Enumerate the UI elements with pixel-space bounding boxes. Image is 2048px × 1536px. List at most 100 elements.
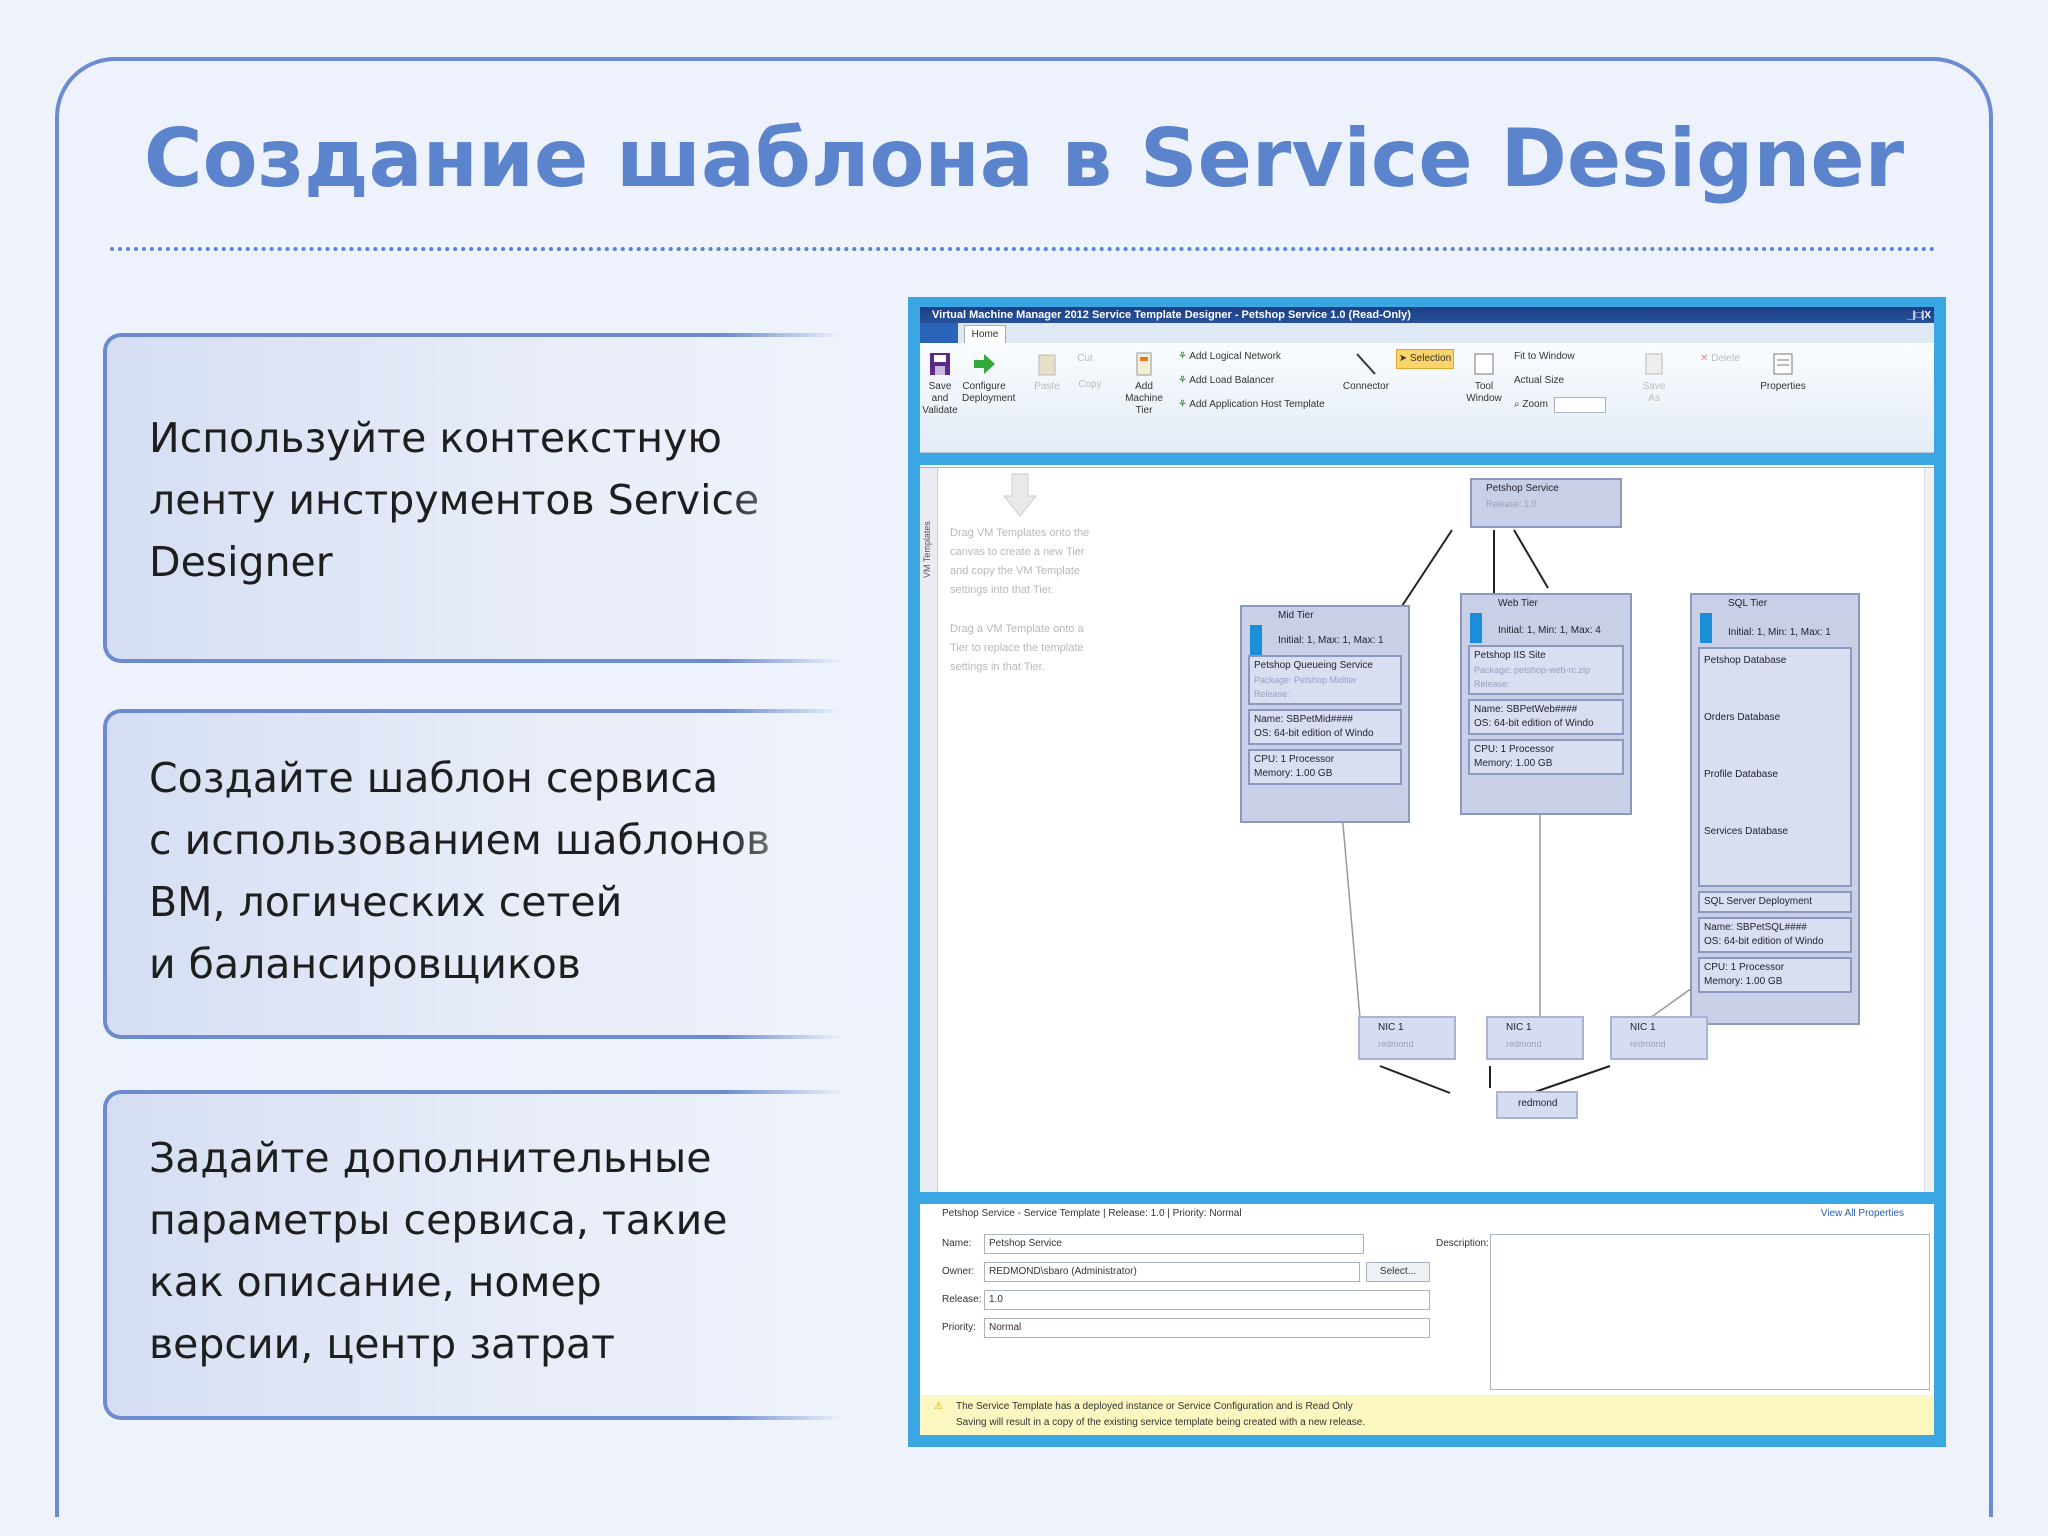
tier-os[interactable]: Name: SBPetWeb#### OS: 64-bit edition of… — [1468, 699, 1624, 735]
select-button[interactable]: Select... — [1366, 1262, 1430, 1282]
properties-panel: Petshop Service - Service Template | Rel… — [920, 1204, 1934, 1435]
arrow-right-icon — [974, 354, 995, 374]
machine-tier-icon — [1136, 352, 1152, 376]
bullet-card-1: Используйте контекстную ленту инструмент… — [103, 333, 843, 663]
bullet-card-2: Создайте шаблон сервиса с использованием… — [103, 709, 843, 1039]
priority-label: Priority: — [942, 1322, 976, 1333]
properties-button[interactable]: Properties — [1758, 351, 1808, 393]
tool-window-button[interactable]: Tool Window — [1466, 351, 1502, 405]
name-label: Name: — [942, 1238, 972, 1249]
name-input[interactable]: Petshop Service — [984, 1234, 1364, 1254]
vm-templates-sidebar[interactable]: VM Templates — [920, 468, 938, 1192]
drop-arrow-icon — [1002, 473, 1038, 517]
bullet-line: параметры сервиса, такие — [149, 1196, 728, 1244]
logical-network-node[interactable]: redmond — [1496, 1091, 1578, 1119]
tier-icon — [1470, 613, 1482, 643]
bullet-text-2: Создайте шаблон сервиса с использованием… — [149, 747, 770, 995]
bullet-line: Используйте контекстную — [149, 414, 722, 462]
properties-icon — [1773, 353, 1793, 375]
delete-icon: ✕ — [1699, 353, 1712, 364]
ribbon-tabs: Home — [920, 323, 1934, 343]
tier-mid[interactable]: Mid Tier Initial: 1, Max: 1, Max: 1 Pets… — [1240, 605, 1410, 823]
tier-os[interactable]: Name: SBPetSQL#### OS: 64-bit edition of… — [1698, 917, 1852, 953]
tier-web[interactable]: Web Tier Initial: 1, Min: 1, Max: 4 Pets… — [1460, 593, 1632, 815]
release-input[interactable]: 1.0 — [984, 1290, 1430, 1310]
tier-instances: Initial: 1, Max: 1, Max: 1 — [1278, 635, 1384, 646]
add-machine-tier-button[interactable]: Add Machine Tier — [1122, 351, 1166, 417]
tier-app[interactable]: Petshop IIS Site Package: petshop-web-rc… — [1468, 645, 1624, 695]
service-node[interactable]: Petshop Service Release: 1.0 — [1470, 478, 1622, 528]
bullet-line: с использованием шаблонов — [149, 816, 771, 864]
tier-name: Web Tier — [1498, 598, 1538, 609]
window-icon — [1474, 353, 1494, 375]
ribbon: Save and Validate Configure Deployment P… — [920, 343, 1934, 453]
tier-hardware[interactable]: CPU: 1 Processor Memory: 1.00 GB — [1468, 739, 1624, 775]
separator — [920, 1192, 1934, 1204]
tier-name: Mid Tier — [1278, 610, 1314, 621]
bullet-line: версии, центр затрат — [149, 1320, 616, 1368]
bullet-line: ленту инструментов Service — [149, 476, 760, 524]
tier-hardware[interactable]: CPU: 1 Processor Memory: 1.00 GB — [1698, 957, 1852, 993]
tier-hardware[interactable]: CPU: 1 Processor Memory: 1.00 GB — [1248, 749, 1402, 785]
save-validate-button[interactable]: Save and Validate — [922, 351, 958, 417]
paste-button[interactable]: Paste — [1032, 351, 1062, 393]
properties-header: Petshop Service - Service Template | Rel… — [942, 1208, 1242, 1219]
designer-screenshot: Virtual Machine Manager 2012 Service Tem… — [908, 297, 1946, 1447]
tier-icon — [1700, 613, 1712, 643]
tier-instances: Initial: 1, Min: 1, Max: 1 — [1728, 627, 1831, 638]
add-app-host-template-button[interactable]: ⚘ Add Application Host Template — [1178, 399, 1325, 410]
bullet-line: Designer — [149, 538, 333, 586]
tier-databases[interactable]: Petshop Database Orders Database Profile… — [1698, 647, 1852, 887]
owner-input[interactable]: REDMOND\sbaro (Administrator) — [984, 1262, 1360, 1282]
fit-to-window-button[interactable]: Fit to Window — [1514, 351, 1575, 362]
tier-deployment[interactable]: SQL Server Deployment — [1698, 891, 1852, 913]
title-divider — [110, 247, 1936, 251]
delete-button[interactable]: ✕ Delete — [1699, 353, 1741, 364]
cut-button[interactable]: Cut — [1077, 353, 1093, 364]
save-as-button[interactable]: Save As — [1636, 351, 1672, 405]
window-controls[interactable]: _|□|X — [1907, 310, 1931, 321]
bullet-line: Задайте дополнительные — [149, 1134, 712, 1182]
tier-app[interactable]: Petshop Queueing Service Package: Petsho… — [1248, 655, 1402, 705]
add-load-balancer-button[interactable]: ⚘ Add Load Balancer — [1178, 375, 1275, 386]
tier-sql[interactable]: SQL Tier Initial: 1, Min: 1, Max: 1 Pets… — [1690, 593, 1860, 1025]
slide-title: Создание шаблона в Service Designer — [143, 112, 1905, 205]
pointer-icon: ➤ — [1398, 353, 1411, 364]
configure-deployment-button[interactable]: Configure Deployment — [962, 351, 1015, 405]
bullet-line: как описание, номер — [149, 1258, 602, 1306]
priority-select[interactable]: Normal — [984, 1318, 1430, 1338]
readonly-warning: ⚠ The Service Template has a deployed in… — [920, 1395, 1934, 1435]
tier-icon — [1250, 625, 1262, 655]
copy-button[interactable]: Copy — [1078, 379, 1102, 390]
network-icon: ⚘ — [1178, 351, 1190, 362]
vertical-scrollbar[interactable] — [1924, 468, 1934, 1192]
load-balancer-icon: ⚘ — [1178, 375, 1190, 386]
paste-icon — [1038, 354, 1056, 376]
release-label: Release: — [942, 1294, 982, 1305]
bullet-line: Создайте шаблон сервиса — [149, 754, 719, 802]
add-logical-network-button[interactable]: ⚘ Add Logical Network — [1178, 351, 1281, 362]
connector-icon — [1356, 353, 1376, 375]
zoom-dropdown[interactable] — [1554, 397, 1606, 413]
tab-home[interactable]: Home — [964, 325, 1006, 343]
description-input[interactable] — [1490, 1234, 1930, 1390]
actual-size-button[interactable]: Actual Size — [1514, 375, 1565, 386]
connector-button[interactable]: Connector — [1340, 351, 1392, 393]
warning-icon: ⚠ — [934, 1401, 943, 1412]
selection-button[interactable]: ➤ Selection — [1396, 349, 1454, 369]
file-tab[interactable] — [920, 323, 958, 343]
bullet-card-3: Задайте дополнительные параметры сервиса… — [103, 1090, 843, 1420]
zoom-icon: ⌕ — [1514, 399, 1523, 410]
tier-os[interactable]: Name: SBPetMid#### OS: 64-bit edition of… — [1248, 709, 1402, 745]
window-titlebar: Virtual Machine Manager 2012 Service Tem… — [920, 307, 1934, 323]
owner-label: Owner: — [942, 1266, 975, 1277]
view-all-properties-link[interactable]: View All Properties — [1820, 1208, 1904, 1219]
bullet-line: и балансировщиков — [149, 940, 581, 988]
window-title: Virtual Machine Manager 2012 Service Tem… — [932, 309, 1411, 321]
